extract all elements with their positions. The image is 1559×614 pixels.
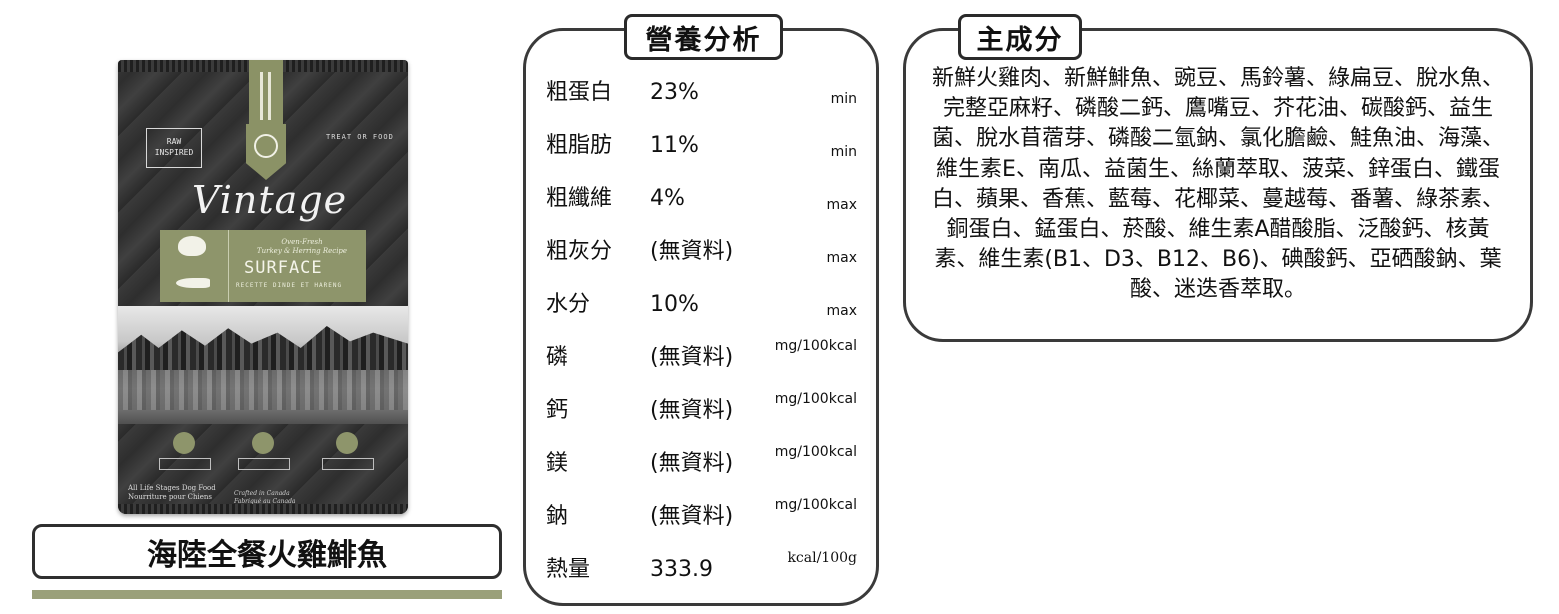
nutrition-row: 水分 10% max	[0, 290, 1559, 343]
nutrient-value: 333.9	[650, 557, 713, 582]
recipe-panel: Oven-Fresh Turkey & Herring Recipe SURFA…	[160, 230, 366, 302]
nutrition-row: 鎂 (無資料) mg/100kcal	[0, 444, 1559, 502]
nutrition-row: 粗脂肪 11% min	[0, 131, 1559, 184]
brand-logo: Vintage	[192, 178, 348, 222]
recipe-script: Oven-Fresh Turkey & Herring Recipe	[256, 238, 348, 255]
ingredients-panel	[903, 28, 1533, 342]
nutrient-unit: max	[826, 197, 857, 213]
nutrition-row: 粗灰分 (無資料) max	[0, 237, 1559, 290]
nutrient-unit: mg/100kcal	[774, 444, 857, 460]
accent-bar	[32, 590, 502, 599]
nutrition-row: 磷 (無資料) mg/100kcal	[0, 338, 1559, 396]
ingredients-text: 新鮮火雞肉、新鮮鯡魚、豌豆、馬鈴薯、綠扁豆、脫水魚、完整亞麻籽、磷酸二鈣、鷹嘴豆…	[931, 66, 1504, 303]
nutrient-value: (無資料)	[650, 345, 734, 370]
nutrient-label: 鎂	[546, 451, 569, 476]
product-name: 海陸全餐火雞鯡魚	[147, 537, 387, 573]
lake-scene-image	[118, 306, 408, 424]
nutrient-unit: mg/100kcal	[774, 391, 857, 407]
nutrient-unit: kcal/100g	[787, 550, 857, 566]
nutrient-value: 11%	[650, 133, 699, 158]
nutrition-row: 鈉 (無資料) mg/100kcal	[0, 497, 1559, 555]
nutrient-label: 水分	[546, 292, 591, 317]
nutrition-panel	[523, 28, 879, 606]
nutrition-row: 熱量 333.9 kcal/100g	[0, 550, 1559, 608]
nutrient-value: 23%	[650, 80, 699, 105]
raw-inspired-badge: RAW INSPIRED	[146, 128, 202, 168]
nutrition-row: 鈣 (無資料) mg/100kcal	[0, 391, 1559, 449]
nutrient-unit: max	[826, 250, 857, 266]
nutrient-value: 10%	[650, 292, 699, 317]
nutrient-label: 粗蛋白	[546, 80, 613, 105]
nutrient-value: (無資料)	[650, 504, 734, 529]
crafted-in-canada-text: Crafted in Canada Fabriqué au Canada	[234, 490, 296, 505]
nutrient-unit: mg/100kcal	[774, 497, 857, 513]
recipe-name: SURFACE	[244, 258, 323, 278]
nutrient-label: 熱量	[546, 557, 591, 582]
nutrient-unit: max	[826, 303, 857, 319]
nutrition-icon	[336, 432, 358, 454]
nutrient-label: 鈣	[546, 398, 569, 423]
nutrient-label: 粗纖維	[546, 186, 613, 211]
oven-fresh-icon	[173, 432, 195, 454]
nutrient-value: (無資料)	[650, 239, 734, 264]
fish-icon	[176, 278, 210, 288]
ingredients-title: 主成分	[958, 14, 1082, 60]
product-name-box: 海陸全餐火雞鯡魚	[32, 524, 502, 579]
nutrient-unit: mg/100kcal	[774, 338, 857, 354]
ingredients-icon	[252, 432, 274, 454]
nutrition-title: 營養分析	[624, 14, 783, 60]
nutrient-unit: min	[830, 91, 857, 107]
turkey-icon	[178, 236, 206, 256]
nutrient-label: 粗脂肪	[546, 133, 613, 158]
bag-footer-text: All Life Stages Dog Food Nourriture pour…	[128, 484, 216, 501]
nutrition-row: 粗纖維 4% max	[0, 184, 1559, 237]
product-bag-image: RAW INSPIRED TREAT OR FOOD Vintage Oven-…	[118, 60, 408, 514]
nutrient-label: 粗灰分	[546, 239, 613, 264]
nutrition-row: 粗蛋白 23% min	[0, 78, 1559, 131]
nutrient-label: 鈉	[546, 504, 569, 529]
bag-crimp-bottom	[118, 504, 408, 514]
nutrient-value: (無資料)	[650, 398, 734, 423]
bag-feature-icons	[118, 424, 408, 484]
nutrient-value: 4%	[650, 186, 685, 211]
nutrient-unit: min	[830, 144, 857, 160]
nutrient-label: 磷	[546, 345, 569, 370]
treat-or-food-text: TREAT OR FOOD	[326, 133, 394, 141]
nutrient-value: (無資料)	[650, 451, 734, 476]
recipe-subtitle: RECETTE DINDE ET HARENG	[236, 282, 343, 289]
